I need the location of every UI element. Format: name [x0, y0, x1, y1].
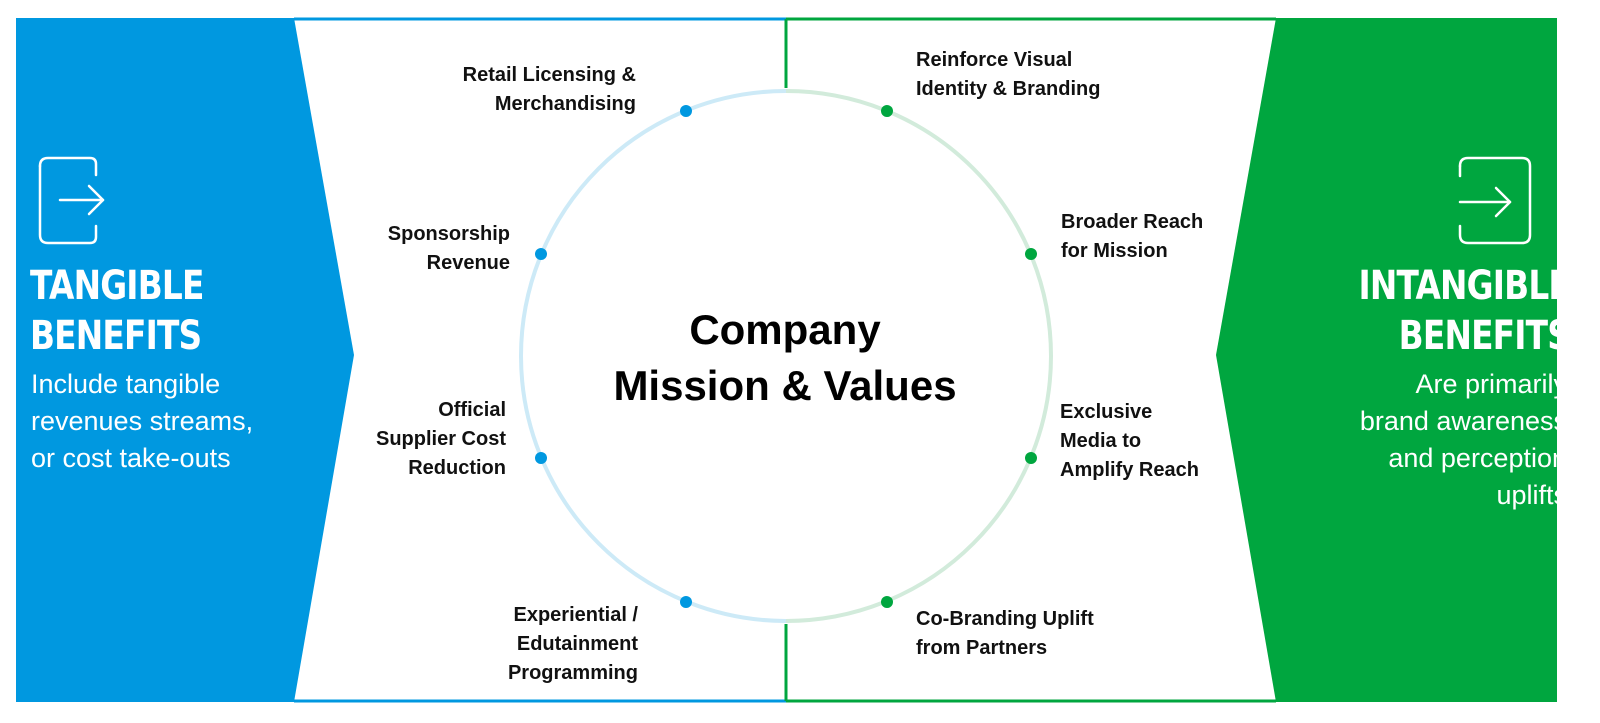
intangible-item-line: Reinforce Visual	[916, 49, 1073, 71]
tangible-item-experiential: Experiential / Edutainment Programming	[508, 601, 638, 688]
center-title: Company Mission & Values	[535, 302, 1035, 414]
tangible-item-line: Programming	[507, 662, 638, 684]
intangible-item-line: Exclusive	[1060, 401, 1153, 423]
tangible-item-line: Edutainment	[516, 633, 638, 655]
intangible-item-co-branding: Co-Branding Uplift from Partners	[916, 605, 1094, 663]
intangible-item-broader-reach: Broader Reach for Mission	[1061, 208, 1203, 266]
intangible-panel	[1216, 18, 1557, 702]
ring-right-half	[785, 89, 1053, 623]
tangible-item-line: Experiential /	[513, 604, 639, 626]
intangible-item-line: Broader Reach	[1061, 211, 1204, 233]
tangible-description-line: Include tangible	[31, 369, 221, 399]
ring-left-half	[519, 89, 787, 623]
tangible-description-line: or cost take-outs	[31, 443, 231, 473]
tangible-description-line: revenues streams,	[31, 406, 254, 436]
intangible-node-dot	[881, 596, 893, 608]
tangible-title-line: TANGIBLE	[30, 263, 204, 309]
tangible-title: TANGIBLE BENEFITS	[30, 261, 204, 361]
intangible-node-dot	[1025, 248, 1037, 260]
intangible-node-dot	[881, 105, 893, 117]
intangible-item-line: Identity & Branding	[916, 78, 1101, 100]
tangible-node-dot	[680, 105, 692, 117]
tangible-item-line: Retail Licensing &	[462, 64, 636, 86]
tangible-item-line: Revenue	[426, 252, 510, 274]
intangible-description-line: brand awareness	[1359, 406, 1567, 436]
intangible-item-exclusive-media: Exclusive Media to Amplify Reach	[1060, 398, 1199, 485]
tangible-item-line: Supplier Cost	[375, 428, 506, 450]
center-title-line: Company	[689, 306, 881, 353]
intangible-item-line: Media to	[1060, 430, 1142, 452]
intangible-description-line: Are primarily	[1415, 369, 1567, 399]
center-title-line: Mission & Values	[613, 362, 957, 409]
tangible-item-official-supplier: Official Supplier Cost Reduction	[376, 396, 506, 483]
arrow-into-box-icon	[1458, 156, 1532, 245]
intangible-item-visual-identity: Reinforce Visual Identity & Branding	[916, 46, 1100, 104]
intangible-description-line: and perception	[1388, 443, 1567, 473]
intangible-item-line: Amplify Reach	[1060, 459, 1199, 481]
intangible-title: INTANGIBLE BENEFITS	[1358, 261, 1570, 361]
intangible-title-line: INTANGIBLE	[1358, 263, 1570, 309]
tangible-title-line: BENEFITS	[30, 313, 202, 359]
intangible-description-line: uplifts	[1496, 480, 1567, 510]
intangible-title-line: BENEFITS	[1398, 313, 1571, 359]
arrow-into-box-icon	[38, 156, 105, 245]
tangible-panel	[16, 18, 354, 702]
intangible-node-dot	[1025, 452, 1037, 464]
tangible-item-sponsorship: Sponsorship Revenue	[388, 220, 510, 278]
tangible-node-dot	[535, 248, 547, 260]
tangible-node-dot	[680, 596, 692, 608]
intangible-item-line: Co-Branding Uplift	[916, 608, 1094, 630]
tangible-node-dot	[535, 452, 547, 464]
tangible-item-retail-licensing: Retail Licensing & Merchandising	[463, 61, 636, 119]
intangible-item-line: from Partners	[916, 637, 1048, 659]
tangible-item-line: Reduction	[408, 457, 506, 479]
intangible-item-line: for Mission	[1061, 240, 1168, 262]
tangible-item-line: Official	[438, 399, 506, 421]
intangible-description: Are primarily brand awareness and percep…	[1307, 366, 1567, 514]
tangible-item-line: Merchandising	[494, 93, 636, 115]
tangible-description: Include tangible revenues streams, or co…	[31, 366, 311, 477]
tangible-item-line: Sponsorship	[387, 223, 510, 245]
